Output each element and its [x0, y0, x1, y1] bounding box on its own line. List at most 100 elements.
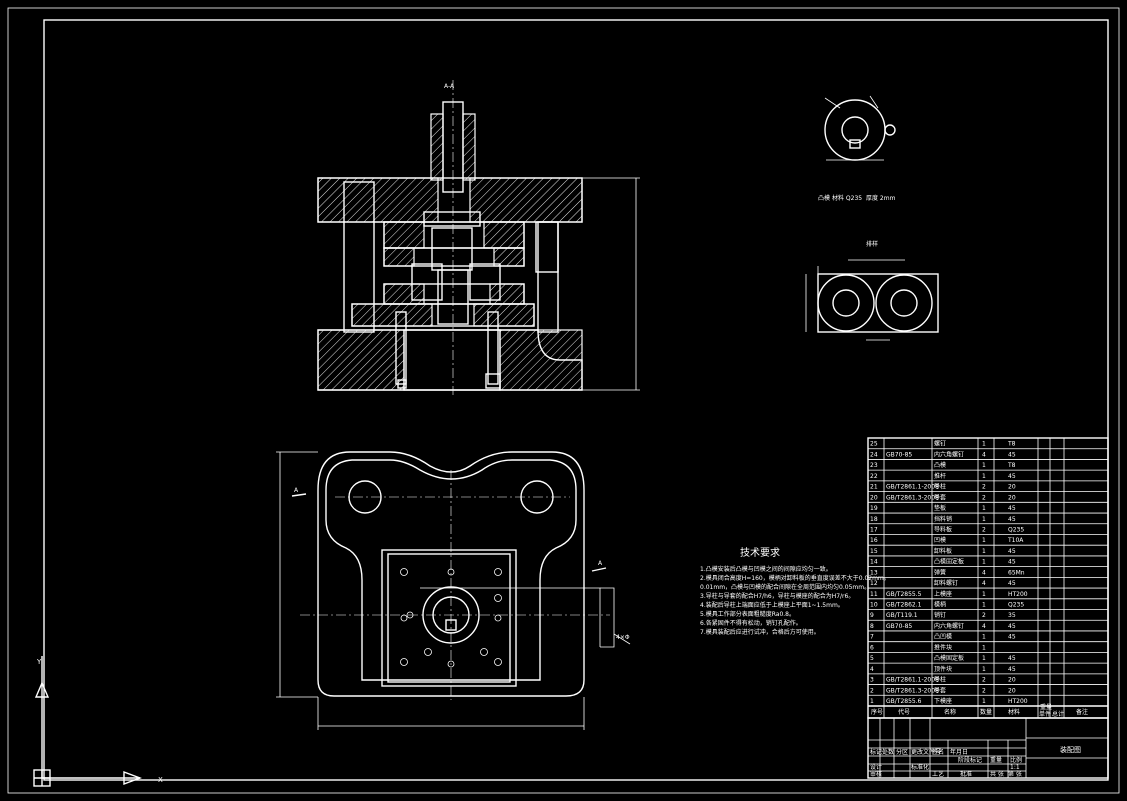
bom-cell-qty: 4 [982, 451, 986, 458]
bom-cell-qty: 1 [982, 591, 986, 598]
bom-cell-mat: 65Mn [1008, 569, 1025, 576]
section-label: A-A [444, 83, 455, 90]
bom-cell-qty: 4 [982, 580, 986, 587]
bom-cell-mat: 20 [1008, 484, 1016, 491]
bom-cell-mat: 45 [1008, 634, 1016, 641]
plan-view: A A 4×Φ [276, 451, 631, 730]
tb-label-date: 年月日 [950, 748, 968, 756]
outer-border [7, 7, 1120, 794]
bom-cell-name: 卸料板 [934, 547, 952, 555]
bom-cell-mat: 45 [1008, 451, 1016, 458]
bom-cell-name: 凹模 [934, 536, 946, 544]
tech-note-6: 5.模具工作部分表面粗糙度Ra0.8。 [700, 610, 795, 618]
section-marker-left-label: A [294, 487, 299, 494]
bom-cell-mat: 45 [1008, 655, 1016, 662]
bom-cell-no: 17 [870, 526, 878, 533]
bom-cell-qty: 1 [982, 473, 986, 480]
tech-notes-title: 技术要求 [740, 546, 780, 559]
tb-label-total-sheets: 共 张 [990, 770, 1004, 778]
part-detail-punch: 凸模 材料 Q235 厚度 2mm [818, 95, 896, 202]
tb-label-review: 审核 [870, 770, 882, 778]
bom-cell-mat: T10A [1007, 537, 1024, 544]
bom-cell-mat: HT200 [1008, 591, 1028, 598]
part-detail-strip-layout: 排样 [805, 240, 939, 341]
bom-cell-name: 导柱 [934, 483, 946, 491]
bom-cell-qty: 1 [982, 537, 986, 544]
bom-cell-qty: 1 [982, 505, 986, 512]
bom-cell-name: 下模座 [934, 697, 952, 705]
bom-cell-no: 12 [870, 580, 878, 587]
bom-cell-no: 23 [870, 462, 878, 469]
bom-cell-mat: Q235 [1008, 526, 1024, 533]
bom-cell-mat: 35 [1008, 612, 1016, 619]
bom-cell-no: 18 [870, 516, 878, 523]
bom-cell-name: 上模座 [934, 590, 952, 598]
bom-cell-code: GB/T2861.3-2008 [886, 687, 939, 694]
bom-cell-name: 顶件块 [934, 665, 952, 673]
tb-label-standardize: 标准化 [911, 763, 929, 771]
bom-cell-qty: 1 [982, 666, 986, 673]
bom-cell-no: 1 [870, 698, 874, 705]
tb-label-zone: 分区 [896, 748, 908, 756]
bom-cell-code: GB/T2861.1-2008 [886, 484, 939, 491]
section-view-a-a: A-A [317, 80, 640, 395]
bom-cell-no: 5 [870, 655, 874, 662]
bom-cell-mat: 45 [1008, 559, 1016, 566]
bom-cell-qty: 1 [982, 655, 986, 662]
bom-cell-name: 凸模固定板 [934, 558, 964, 566]
bom-cell-qty: 1 [982, 548, 986, 555]
bom-header-code: 代号 [898, 708, 910, 716]
tb-scale-value: 1:1 [1010, 764, 1020, 771]
tb-label-change-doc: 更改文件号 [911, 748, 941, 756]
inner-border [43, 19, 1109, 781]
bom-header-note: 备注 [1076, 708, 1088, 716]
bom-cell-name: 凸模 [934, 461, 946, 469]
bom-header-weight: 重量 [1040, 703, 1052, 711]
tb-label-sign: 签名 [932, 748, 944, 756]
bom-cell-no: 13 [870, 569, 878, 576]
bom-cell-qty: 1 [982, 559, 986, 566]
bom-cell-mat: Q235 [1008, 602, 1024, 609]
bom-cell-name: 导柱 [934, 676, 946, 684]
section-marker-right-label: A [598, 560, 603, 567]
technical-notes: 技术要求 1.凸模安装后凸模与凹模之间的间隙应均匀一致。 2.模具闭合高度H=1… [700, 546, 890, 636]
bom-cell-code: GB/T2862.1 [886, 602, 922, 609]
bom-cell-code: GB/T2855.6 [886, 698, 922, 705]
bom-cell-name: 内六角螺钉 [934, 622, 964, 630]
bom-cell-qty: 1 [982, 698, 986, 705]
tech-note-2: 2.模具闭合高度H=160，模柄对卸料板的垂直度误差不大于0.02mm。 [700, 574, 890, 582]
bom-cell-qty: 2 [982, 526, 986, 533]
title-block: 装配图 标记 处数 分区 更改文件号 签名 年月日 设计 审核 工艺 批准 标准… [867, 717, 1109, 779]
bom-cell-no: 9 [870, 612, 874, 619]
bom-cell-no: 4 [870, 666, 874, 673]
bom-cell-no: 20 [870, 494, 878, 501]
bom-cell-qty: 2 [982, 612, 986, 619]
bom-cell-mat: T8 [1007, 441, 1016, 448]
bom-cell-no: 24 [870, 451, 878, 458]
bom-cell-name: 推杆 [934, 472, 946, 480]
bom-cell-name: 弹簧 [934, 568, 946, 576]
bom-header-no: 序号 [871, 708, 883, 716]
bom-cell-no: 16 [870, 537, 878, 544]
bom-cell-name: 凸凹模 [934, 633, 952, 641]
bom-cell-no: 7 [870, 634, 874, 641]
bom-cell-no: 10 [870, 602, 878, 609]
bom-cell-mat: 45 [1008, 473, 1016, 480]
tb-label-sheet-no: 第 张 [1008, 770, 1022, 778]
bom-cell-no: 19 [870, 505, 878, 512]
tb-label-stage: 阶段标记 [958, 756, 982, 764]
bom-cell-qty: 4 [982, 569, 986, 576]
bom-cell-qty: 2 [982, 677, 986, 684]
bom-cell-mat: 45 [1008, 505, 1016, 512]
bom-cell-mat: 45 [1008, 516, 1016, 523]
tech-note-5: 4.装配后导柱上端面应低于上模座上平面1~1.5mm。 [700, 601, 844, 609]
bom-cell-no: 25 [870, 441, 878, 448]
bom-cell-code: GB/T2861.1-2008 [886, 677, 939, 684]
tech-note-4: 3.导柱与导套的配合H7/h6，导柱与模座的配合为H7/r6。 [700, 592, 854, 600]
bom-cell-name: 垫板 [934, 504, 946, 512]
bom-cell-mat: 45 [1008, 666, 1016, 673]
ucs-x-label: X [158, 776, 163, 784]
bom-cell-qty: 2 [982, 484, 986, 491]
bom-cell-mat: 20 [1008, 677, 1016, 684]
